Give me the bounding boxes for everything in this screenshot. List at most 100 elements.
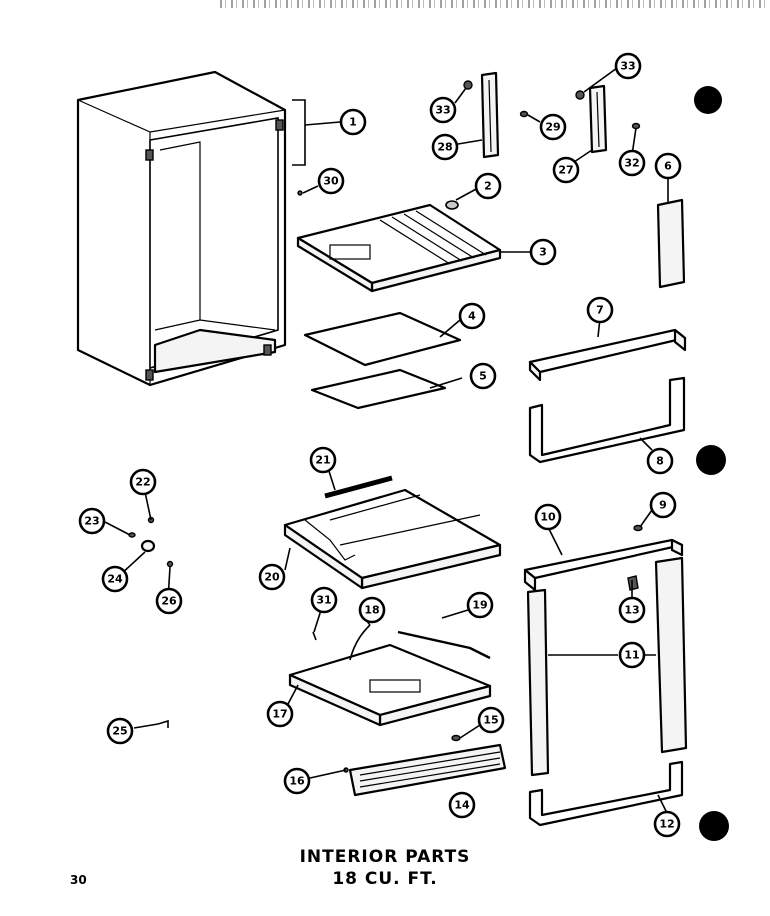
svg-text:11: 11 [624,649,639,662]
binder-hole-bottom [699,811,729,841]
shelf-liner [303,311,462,367]
cover-seal-strip [324,475,393,499]
drawer-wire-clip [349,624,371,661]
svg-text:33: 33 [620,60,635,73]
svg-text:26: 26 [161,595,177,608]
callout-27: 27 [552,156,580,184]
callout-33-left: 33 [429,96,457,124]
svg-text:10: 10 [540,511,556,524]
crisper-drawer-tray [288,643,492,727]
callout-5: 5 [469,362,497,390]
callout-15: 15 [477,706,505,734]
callout-24: 24 [101,565,129,593]
svg-text:7: 7 [596,304,604,317]
svg-text:33: 33 [435,104,450,117]
page-number: 30 [70,873,87,887]
rail-nut-left [463,80,473,90]
callout-13: 13 [618,596,646,624]
diagram-title: INTERIOR PARTS [299,847,471,867]
svg-text:23: 23 [84,515,99,528]
svg-text:24: 24 [107,573,123,586]
svg-text:9: 9 [659,499,667,512]
callout-4: 4 [458,302,486,330]
glass-shelf [310,368,447,410]
door-trim-left [526,588,550,777]
svg-text:4: 4 [468,310,476,323]
shelf-bumper [445,200,459,210]
svg-text:3: 3 [539,246,547,259]
callout-26: 26 [155,587,183,615]
door-shelf-cap [523,538,684,592]
callout-11: 11 [618,641,646,669]
callout-14: 14 [448,791,476,819]
callout-33-right: 33 [614,52,642,80]
svg-text:14: 14 [454,799,470,812]
callout-12: 12 [653,810,681,838]
drawer-screw [312,631,317,641]
svg-text:20: 20 [264,571,280,584]
door-bin-lower [528,376,686,464]
svg-text:31: 31 [316,594,331,607]
callout-29: 29 [539,113,567,141]
callout-22: 22 [129,468,157,496]
door-bin-bottom [528,760,684,827]
callout-10: 10 [534,503,562,531]
clip-bracket [157,719,169,728]
rail-nut-right [575,90,585,100]
callout-9: 9 [649,491,677,519]
callout-21: 21 [309,446,337,474]
door-bin-upper [528,328,687,382]
svg-text:1: 1 [349,116,357,129]
callout-8: 8 [646,447,674,475]
svg-text:29: 29 [545,121,560,134]
svg-text:6: 6 [664,160,672,173]
svg-text:13: 13 [624,604,639,617]
shelf-clip [627,575,639,591]
callout-32: 32 [618,149,646,177]
callout-2: 2 [474,172,502,200]
binder-hole-top [694,86,722,114]
binder-hole-middle [696,445,726,475]
grille-clip [451,734,461,742]
svg-text:19: 19 [472,599,487,612]
callout-3: 3 [529,238,557,266]
callout-25: 25 [106,717,134,745]
svg-text:16: 16 [289,775,305,788]
svg-text:8: 8 [656,455,664,468]
callout-28: 28 [431,133,459,161]
shelf-screw [297,190,303,196]
callout-6: 6 [654,152,682,180]
callout-23: 23 [78,507,106,535]
callout-31: 31 [310,586,338,614]
callout-7: 7 [586,296,614,324]
svg-text:21: 21 [315,454,330,467]
svg-text:30: 30 [323,175,339,188]
diagram-subtitle: 18 CU. FT. [332,869,438,889]
callout-16: 16 [283,767,311,795]
rail-screw-right [631,122,641,130]
callout-19: 19 [466,591,494,619]
svg-text:12: 12 [659,818,674,831]
shelf-rail-left [480,71,500,159]
svg-text:27: 27 [558,164,573,177]
svg-text:28: 28 [437,141,452,154]
hinge-hardware [128,516,174,568]
svg-text:5: 5 [479,370,487,383]
callout-30: 30 [317,167,345,195]
drawer-wire-rod [397,630,491,660]
rail-screw-left [519,110,529,118]
svg-text:22: 22 [135,476,150,489]
svg-text:32: 32 [624,157,639,170]
top-shelf-panel [296,200,502,293]
svg-text:18: 18 [364,604,379,617]
crisper-cover-frame [283,488,502,590]
door-trim-right [654,556,688,754]
callout-20: 20 [258,563,286,591]
refrigerator-cabinet [76,70,306,387]
callout-18: 18 [358,596,386,624]
toe-grille [348,743,507,797]
callout-1: 1 [339,108,367,136]
scan-edge-noise [220,0,770,8]
svg-text:17: 17 [272,708,287,721]
